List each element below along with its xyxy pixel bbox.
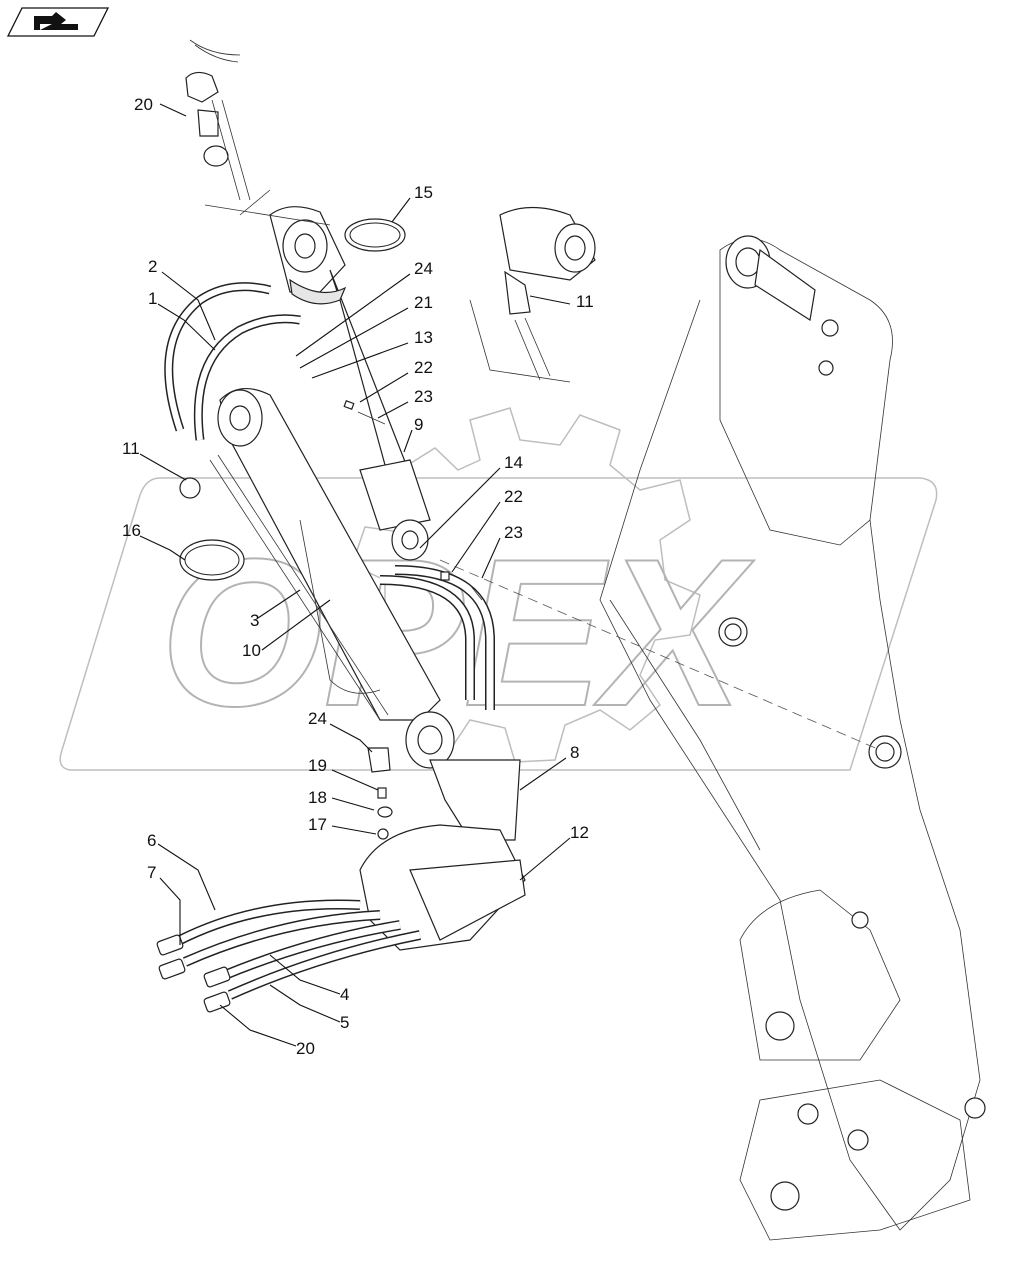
callout-leaders: [139, 103, 571, 1047]
callout-3: 3: [250, 611, 259, 630]
callout-22-mid: 22: [504, 487, 523, 506]
fitting-11-upper: [499, 206, 596, 381]
callout-10: 10: [242, 641, 261, 660]
curved-hoses-1-2: [164, 282, 301, 441]
callout-11-left: 11: [122, 439, 140, 458]
lift-cylinder: [269, 206, 431, 561]
callout-23-top: 23: [414, 387, 433, 406]
callout-2: 2: [148, 257, 157, 276]
callout-24-mid: 24: [308, 709, 327, 728]
small-fittings: [179, 400, 483, 840]
lower-hoses: [156, 899, 421, 1013]
callout-14: 14: [504, 453, 523, 472]
callout-24-top: 24: [414, 259, 433, 278]
callout-6: 6: [147, 831, 156, 850]
callout-16: 16: [122, 521, 141, 540]
callout-22-top: 22: [414, 358, 433, 377]
callout-8: 8: [570, 743, 579, 762]
callout-18: 18: [308, 788, 327, 807]
callout-13: 13: [414, 328, 433, 347]
callout-20-bottom: 20: [296, 1039, 315, 1058]
callout-15: 15: [414, 183, 433, 202]
callout-7: 7: [147, 863, 156, 882]
upper-hose-assembly: [185, 39, 251, 201]
callout-17: 17: [308, 815, 327, 834]
tilt-cylinder: [217, 388, 455, 769]
callout-9: 9: [414, 415, 423, 434]
loader-boom-arm: [439, 235, 986, 1241]
brackets-8-12: [359, 759, 526, 951]
hydraulic-lines: [209, 454, 495, 721]
watermark-text: OPEX: [160, 515, 754, 750]
callout-4: 4: [340, 985, 349, 1004]
navigation-arrow-icon[interactable]: [6, 7, 110, 37]
callout-1: 1: [148, 289, 157, 308]
callout-11-right: 11: [576, 292, 594, 311]
callout-20-top: 20: [134, 95, 153, 114]
watermark-logo: OPEX: [59, 407, 938, 771]
clamps: [179, 218, 406, 581]
callout-19: 19: [308, 756, 327, 775]
callout-labels: 20 15 2 24 1 21 11 13 22 23 9 11 14 22 1…: [122, 95, 594, 1058]
callout-5: 5: [340, 1013, 349, 1032]
callout-12: 12: [570, 823, 589, 842]
callout-21: 21: [414, 293, 433, 312]
callout-23-mid: 23: [504, 523, 523, 542]
